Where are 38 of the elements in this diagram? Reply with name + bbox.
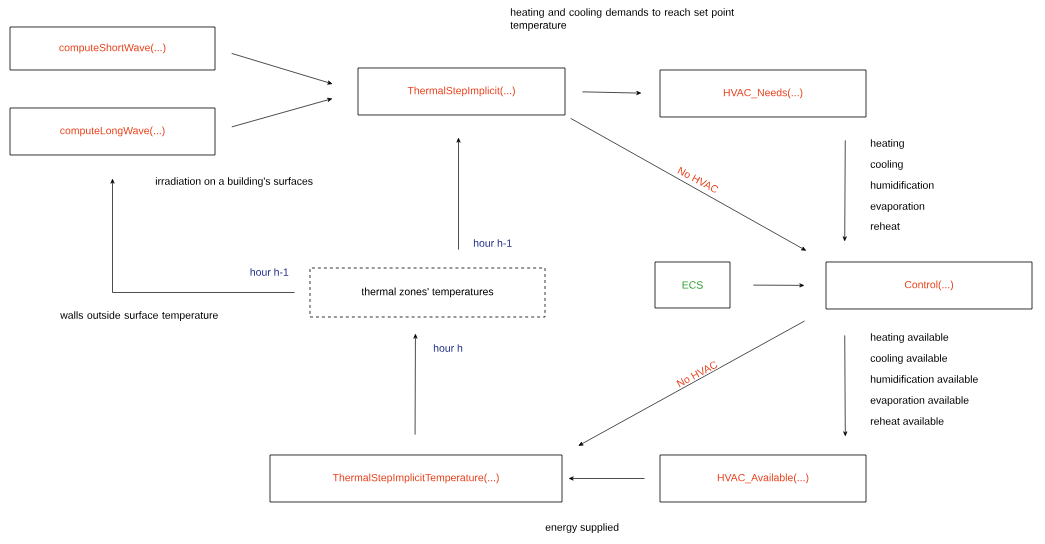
function-box: ThermalStepImplicitTemperature(...) — [269, 454, 563, 503]
arrow — [753, 283, 805, 288]
edge-label: hour h — [432, 343, 464, 353]
note-text: evaporation available — [870, 396, 969, 406]
note-text: evaporation — [870, 202, 925, 212]
arrow — [842, 140, 847, 242]
note-text: reheat available — [870, 417, 944, 425]
arrow — [578, 320, 805, 446]
note-text: heating and cooling demands to reach set point temperature — [510, 8, 734, 31]
function-box: computeShortWave(...) — [9, 26, 216, 71]
arrow — [568, 476, 645, 481]
edge-label: hour h-1 — [248, 267, 290, 277]
function-box: HVAC_Needs(...) — [659, 69, 867, 118]
dashed-box: thermal zones' temperatures — [309, 267, 546, 318]
note-text: reheat — [870, 222, 900, 230]
arrow — [456, 137, 461, 250]
arrow — [231, 97, 333, 128]
function-box: ThermalStepImplicit(...) — [357, 67, 566, 116]
note-text: irradiation on a building's surfaces — [155, 177, 313, 187]
note-text: energy supplied — [545, 523, 619, 533]
function-box: computeLongWave(...) — [9, 107, 216, 156]
function-box: HVAC_Available(...) — [659, 454, 867, 503]
note-text: cooling available — [870, 354, 948, 364]
note-text: humidification available — [870, 375, 978, 383]
function-box: Control(...) — [825, 261, 1033, 310]
arrow — [843, 335, 848, 437]
note-text: humidification — [870, 181, 934, 189]
arrow — [110, 178, 295, 293]
arrow — [413, 333, 418, 435]
note-text: walls outside surface temperature — [60, 311, 218, 321]
function-box: ECS — [654, 261, 731, 309]
arrow — [231, 53, 333, 85]
edge-label: hour h-1 — [472, 238, 514, 248]
note-text: heating available — [870, 333, 949, 343]
arrow — [570, 118, 806, 251]
note-text: cooling — [870, 160, 903, 170]
note-text: heating — [870, 139, 904, 149]
arrow — [582, 90, 642, 96]
